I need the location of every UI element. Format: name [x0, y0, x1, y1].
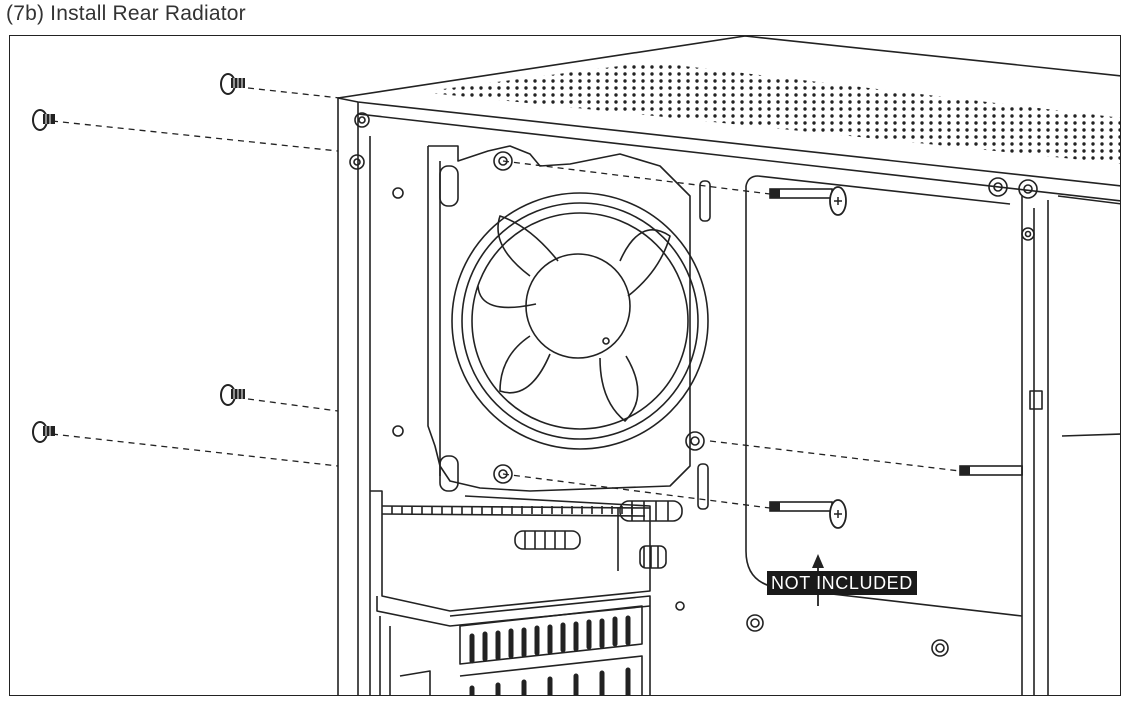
fan-icon [427, 145, 709, 492]
long-screw-icon [769, 186, 847, 216]
page-title: (7b) Install Rear Radiator [6, 2, 246, 25]
case-mount-holes [349, 112, 1038, 657]
case-rear-panel [337, 98, 1120, 695]
long-screw-icon [769, 499, 847, 529]
long-screw-icon [959, 465, 1023, 476]
not-included-label: NOT INCLUDED [767, 571, 917, 595]
thumb-screw-icon [32, 109, 55, 131]
diagram-frame [9, 35, 1121, 696]
thumb-screw-icon [32, 421, 55, 443]
alignment-guides [51, 87, 961, 509]
thumb-screw-icon [220, 73, 245, 95]
case-top-panel [337, 36, 1120, 202]
thumb-screw-icon [220, 384, 245, 406]
expansion-slots [379, 595, 651, 695]
radiator [370, 490, 683, 627]
radiator-install-diagram [32, 36, 1120, 695]
